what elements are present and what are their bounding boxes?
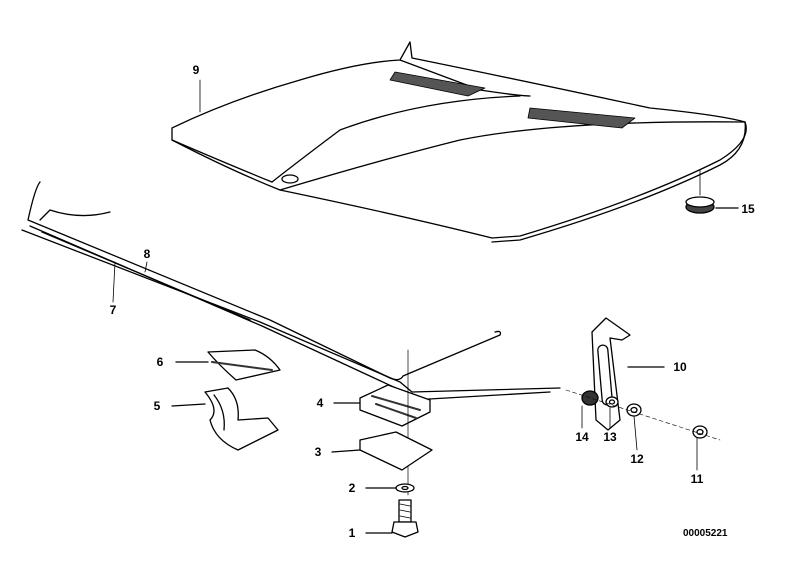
bracket [331, 431, 433, 471]
callout-6: 6 [156, 355, 164, 369]
support-bracket [591, 317, 665, 431]
callout-14: 14 [575, 430, 589, 444]
callout-8: 8 [143, 247, 151, 261]
callout-1: 1 [348, 526, 356, 540]
hood [171, 41, 747, 243]
callout-2: 2 [348, 481, 356, 495]
spring-clip [171, 387, 279, 451]
holder [333, 349, 431, 496]
callout-3: 3 [314, 445, 322, 459]
callout-4: 4 [316, 396, 324, 410]
callout-10: 10 [673, 360, 687, 374]
bolt [365, 499, 419, 538]
callout-7: 7 [109, 303, 117, 317]
drawing-code: 00005221 [683, 528, 728, 539]
callout-12: 12 [630, 452, 644, 466]
fasteners [565, 389, 721, 471]
clip [175, 349, 281, 381]
callout-5: 5 [153, 399, 161, 413]
callout-9: 9 [192, 63, 200, 77]
callout-13: 13 [603, 430, 617, 444]
callout-15: 15 [741, 202, 755, 216]
callout-11: 11 [690, 472, 704, 486]
washer [365, 483, 415, 493]
grommet [685, 169, 739, 214]
